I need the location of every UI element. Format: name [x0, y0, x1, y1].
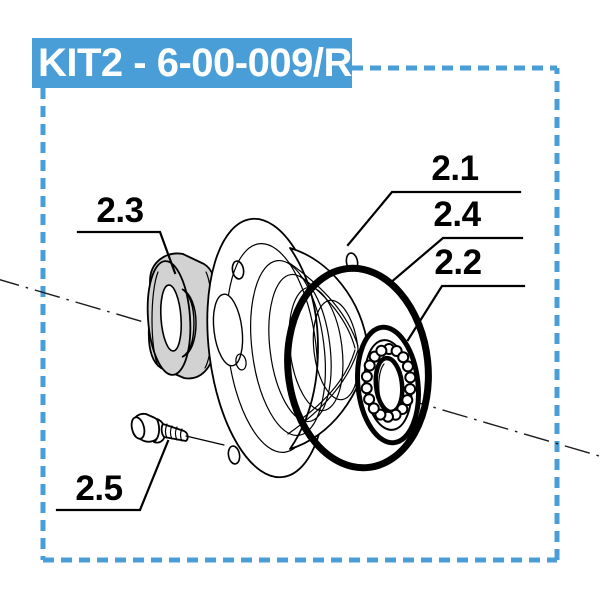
kit-banner-background — [32, 38, 352, 88]
bearing-ball — [363, 393, 376, 406]
o-ring-seal — [284, 264, 432, 472]
bearing-ball — [360, 370, 373, 383]
kit-banner: KIT2 - 6-00-009/R — [32, 38, 353, 88]
bearing-ball — [363, 359, 376, 372]
dashed-frame — [40, 65, 560, 563]
callout-2-2: 2.2 — [406, 243, 526, 342]
screw-thread-1 — [164, 423, 168, 439]
bearing-ball — [360, 382, 373, 395]
screw-thread-3 — [174, 426, 178, 441]
hub-left-bore — [212, 293, 244, 367]
kit-banner-label: KIT2 - 6-00-009/R — [38, 41, 352, 85]
hub-recess-ring-2 — [268, 273, 332, 423]
screw-thread-4 — [179, 428, 183, 442]
hub-contour-1 — [299, 275, 356, 349]
bearing-ball — [404, 383, 417, 396]
flange-bolt-hole-bottom — [227, 445, 241, 465]
bearing-bore-shade — [378, 363, 385, 408]
ball-bearing — [355, 324, 421, 446]
screw-thread-2 — [169, 425, 173, 440]
bushing-shade-1 — [151, 271, 159, 367]
threaded-screw — [130, 412, 225, 446]
bearing-ball — [375, 344, 388, 357]
bushing-left-bore — [159, 284, 183, 352]
callout-2-3-label: 2.3 — [96, 191, 143, 230]
hub-contour-3 — [287, 261, 359, 347]
bushing-bore-wall — [181, 288, 197, 358]
callout-2-1-leader — [346, 190, 522, 247]
hub-recess-ring-4 — [312, 299, 360, 401]
callout-2-3: 2.3 — [76, 191, 177, 275]
callout-2-1-label: 2.1 — [431, 149, 478, 188]
screw-head-face — [130, 416, 146, 440]
hub-recess-ring-1 — [250, 259, 326, 437]
callout-2-5-leader — [55, 439, 170, 512]
callout-2-4: 2.4 — [387, 195, 524, 286]
bearing-ball — [401, 394, 414, 407]
callout-2-2-leader — [406, 284, 526, 342]
callout-2-4-leader — [387, 236, 524, 286]
callout-2-2-label: 2.2 — [434, 243, 481, 282]
flange-bolt-hole-top — [231, 260, 245, 280]
flange-bolt-hole-mid — [235, 353, 247, 371]
bearing-ball-set — [360, 343, 417, 423]
hub-contour-4 — [287, 349, 359, 435]
hub-flange-housing — [206, 217, 369, 479]
callout-2-3-leader — [76, 230, 177, 275]
callout-2-1: 2.1 — [346, 149, 522, 247]
callout-2-4-label: 2.4 — [433, 195, 481, 234]
grey-bushing-sleeve — [146, 252, 221, 380]
callout-2-5: 2.5 — [55, 439, 170, 512]
bearing-ball — [401, 360, 414, 373]
bearing-ball — [397, 351, 410, 364]
callout-2-5-label: 2.5 — [75, 469, 122, 508]
bearing-ball — [367, 402, 380, 415]
bearing-ball — [404, 371, 417, 384]
hub-contour-2 — [299, 349, 356, 421]
screw-tip-guide — [185, 435, 225, 446]
